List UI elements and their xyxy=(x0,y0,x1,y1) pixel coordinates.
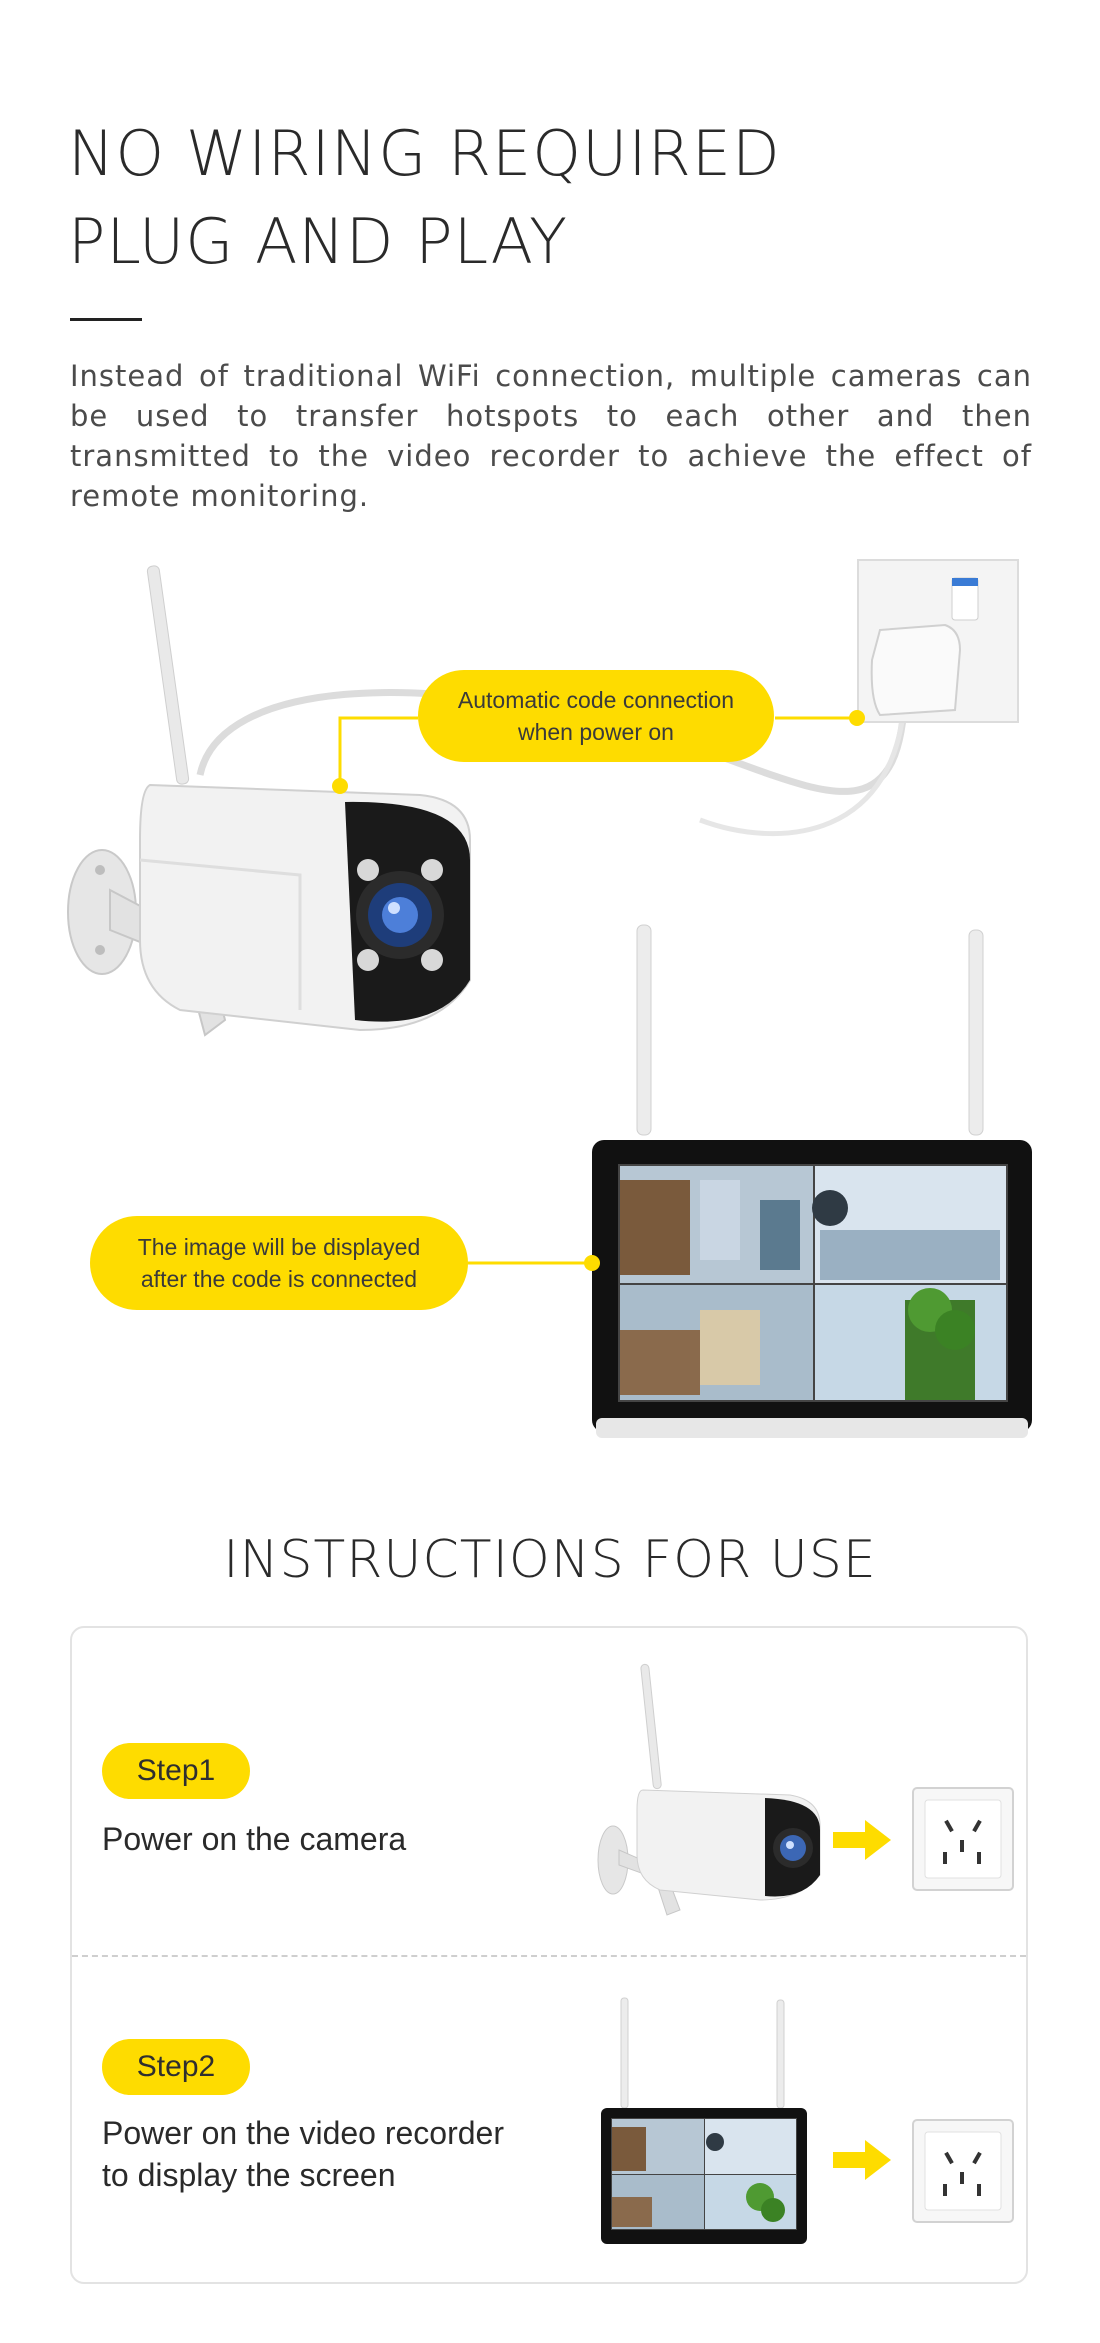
callout-image-display-line1: The image will be displayed xyxy=(137,1234,421,1260)
power-outlet-icon xyxy=(912,2119,1014,2223)
arrow-right-icon xyxy=(833,2140,891,2180)
callout-image-displayed: The image will be displayed after the co… xyxy=(90,1216,468,1310)
callout-auto-code-line2: when power on xyxy=(517,719,674,745)
hero-title: NO WIRING REQUIRED PLUG AND PLAY xyxy=(68,110,781,286)
nvr-monitor-icon xyxy=(601,1997,807,2244)
power-outlet-icon xyxy=(912,1787,1014,1891)
instructions-card xyxy=(70,1626,1028,2284)
callout-auto-code-connection: Automatic code connection when power on xyxy=(418,670,774,762)
step1-illustration xyxy=(597,1663,1014,1916)
step1-badge: Step1 xyxy=(102,1743,250,1799)
hero-description: Instead of traditional WiFi connection, … xyxy=(70,359,1032,513)
title-divider xyxy=(70,318,142,321)
step2-badge: Step2 xyxy=(102,2039,250,2095)
hero-title-line1: NO WIRING REQUIRED xyxy=(68,117,781,190)
callout-image-display-line2: after the code is connected xyxy=(140,1266,418,1292)
step1-text: Power on the camera xyxy=(102,1818,406,1860)
steps-divider xyxy=(72,1955,1026,1957)
connection-diagram xyxy=(67,559,1032,1438)
callout-line-camera xyxy=(338,716,418,788)
instructions-title: INSTRUCTIONS FOR USE xyxy=(223,1530,877,1590)
arrow-right-icon xyxy=(833,1820,891,1860)
camera-icon xyxy=(67,565,471,1037)
wall-socket-icon xyxy=(857,559,1019,723)
hero-title-line2: PLUG AND PLAY xyxy=(68,205,569,278)
step2-text: Power on the video recorder to display t… xyxy=(102,2112,504,2196)
callout-auto-code-line1: Automatic code connection xyxy=(457,687,735,713)
step2-illustration xyxy=(601,1997,1014,2244)
camera-icon xyxy=(597,1663,821,1916)
step2-text-line1: Power on the video recorder xyxy=(102,2115,504,2151)
nvr-monitor-icon xyxy=(592,924,1032,1438)
step1-text-line1: Power on the camera xyxy=(102,1821,407,1857)
step2-text-line2: to display the screen xyxy=(102,2157,396,2193)
